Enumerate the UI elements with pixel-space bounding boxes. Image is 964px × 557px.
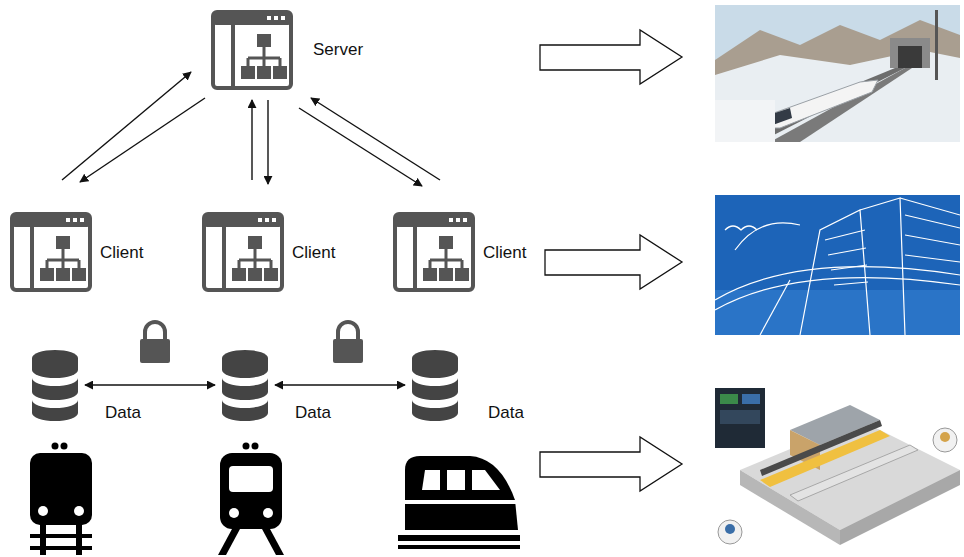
- train-icon: [30, 443, 92, 556]
- hollow-arrow: [540, 30, 682, 84]
- arrow-connector: [251, 100, 252, 180]
- database-node: Data: [410, 348, 528, 425]
- node-label: Client: [292, 243, 335, 263]
- database-icon: [30, 348, 80, 423]
- arrow-connector: [62, 72, 191, 180]
- database-node: Data: [30, 348, 145, 425]
- node-label: Data: [295, 403, 331, 423]
- window-icon: [10, 212, 92, 292]
- server-node: Server: [211, 10, 368, 92]
- arrow-connector: [275, 384, 405, 385]
- arrow-connector: [311, 98, 440, 180]
- photo-station: [715, 388, 960, 555]
- window-icon: [393, 212, 475, 292]
- database-icon: [220, 348, 270, 423]
- client-node: Client: [10, 212, 148, 294]
- node-label: Data: [488, 403, 524, 423]
- arrow-connector: [80, 98, 205, 182]
- lock-icon: [333, 322, 363, 363]
- train-icon: [218, 443, 284, 556]
- client-node: Client: [202, 212, 340, 294]
- train-icon: [398, 456, 520, 549]
- photo-architecture: [715, 195, 960, 335]
- node-label: Client: [100, 243, 143, 263]
- node-label: Data: [105, 403, 141, 423]
- window-icon: [202, 212, 284, 292]
- arrow-connector: [267, 100, 268, 184]
- database-node: Data: [220, 348, 335, 425]
- node-label: Client: [483, 243, 526, 263]
- window-icon: [211, 10, 293, 90]
- node-label: Server: [313, 40, 363, 60]
- hollow-arrow: [545, 235, 682, 289]
- photo-snow-train: [715, 5, 960, 142]
- hollow-arrow: [540, 437, 682, 491]
- database-icon: [410, 348, 460, 423]
- arrow-connector: [299, 108, 422, 186]
- client-node: Client: [393, 212, 531, 294]
- arrow-connector: [85, 384, 215, 385]
- lock-icon: [140, 322, 170, 363]
